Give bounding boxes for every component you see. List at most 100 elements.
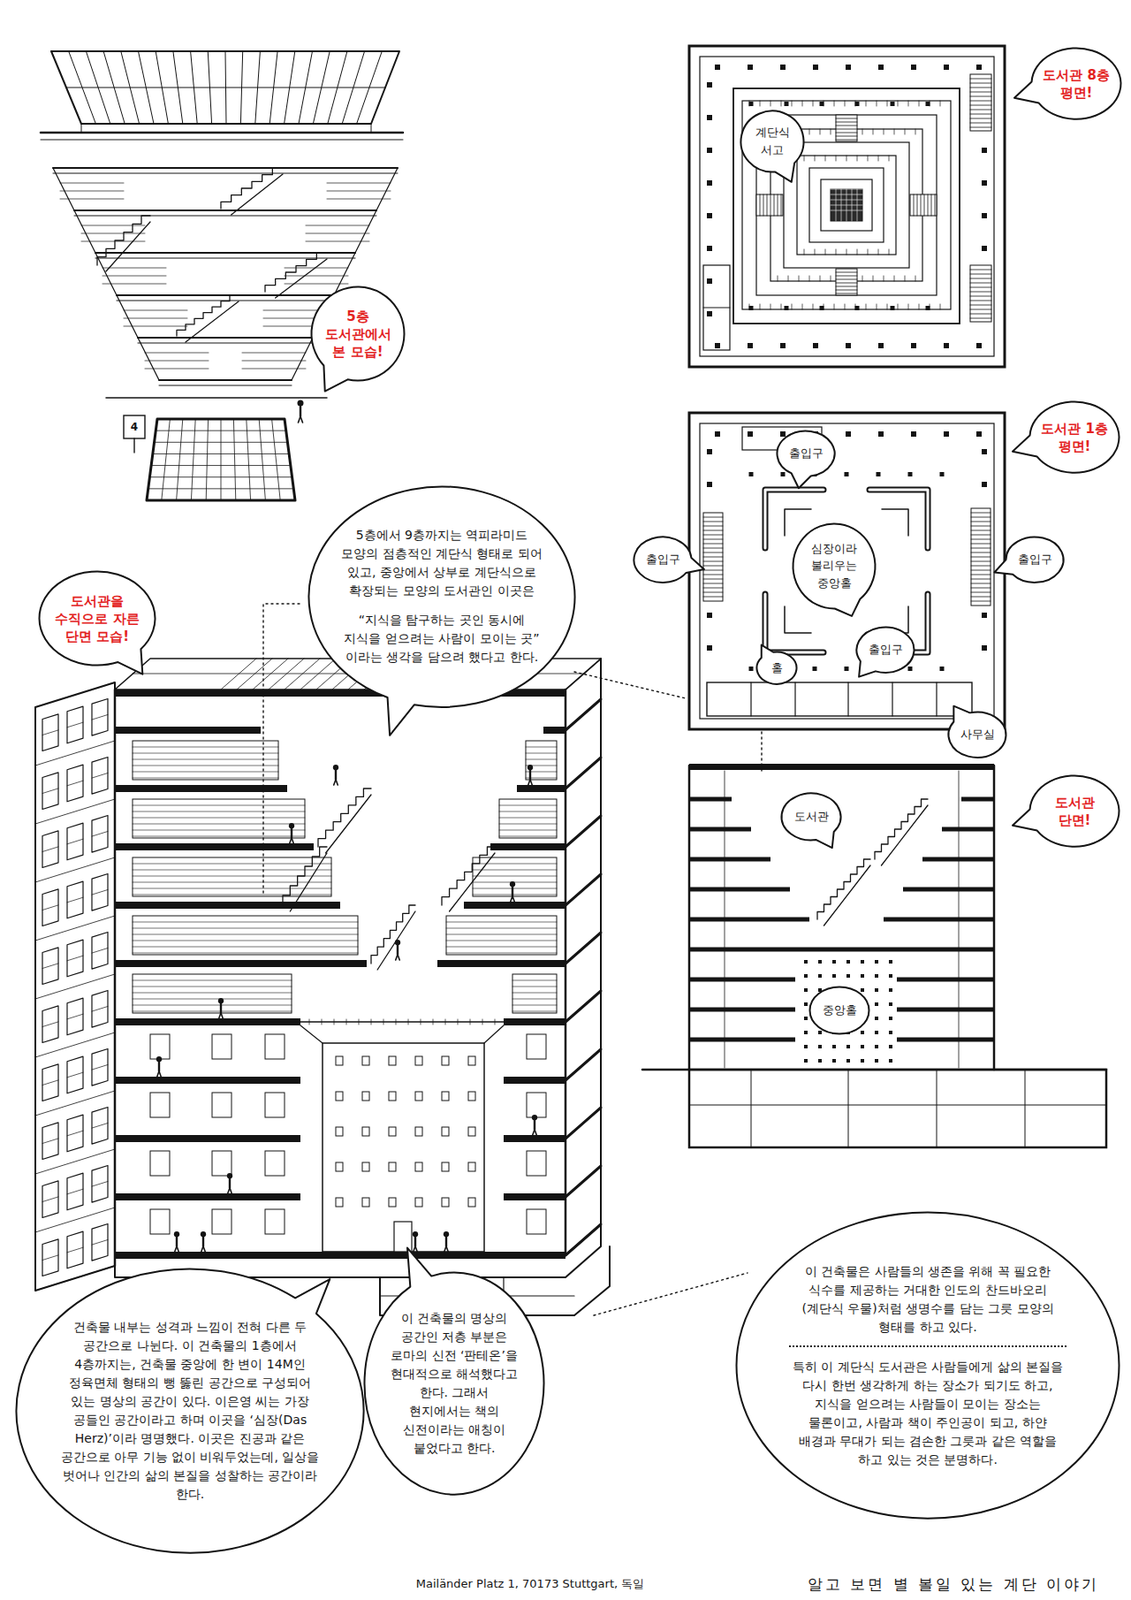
glass-floor-grid	[272, 418, 281, 501]
glass-floor-grid	[494, 1018, 496, 1025]
window	[526, 1033, 547, 1059]
stair-tread	[835, 272, 858, 274]
stair-tread	[971, 534, 991, 536]
stair-tread	[970, 100, 992, 102]
bubble-shape	[1014, 48, 1122, 120]
stair-tread	[970, 91, 992, 93]
shelf-tick	[791, 303, 793, 310]
stair-stringer	[824, 865, 872, 926]
person-figure	[202, 1237, 205, 1246]
glass-floor-grid	[358, 1018, 360, 1025]
stair-tread	[703, 552, 723, 554]
bubble-text-block: 도서관을 수직으로 자른 단면 모습!	[51, 592, 145, 646]
bubble-text-block: 도서관 8층 평면!	[1040, 66, 1113, 103]
void-grid	[830, 204, 863, 206]
shelf-tick	[904, 275, 906, 281]
stair-tread	[703, 569, 723, 571]
person-figure	[412, 1230, 418, 1237]
stair-tread	[970, 118, 992, 120]
bookshelf-row	[132, 759, 279, 760]
atrium-view	[40, 51, 403, 501]
stair-stringer	[106, 221, 151, 272]
floor-slab	[114, 784, 288, 792]
bubble-shape	[1012, 775, 1120, 847]
window	[42, 888, 59, 927]
heart-window	[860, 1030, 865, 1034]
stair-tread	[703, 530, 723, 532]
bubble-text-block: 이 건축물은 사람들의 생존을 위해 꼭 필요한 식수를 제공하는 거대한 인도…	[789, 1261, 1067, 1336]
column	[976, 431, 982, 437]
bookshelf-row	[472, 869, 557, 871]
heart-window	[335, 1055, 343, 1065]
shelf-tick	[883, 129, 885, 135]
shelf-tick	[915, 275, 917, 281]
shelf-tick	[908, 303, 910, 310]
glass-floor-grid	[205, 418, 208, 501]
bookshelf-row	[132, 777, 279, 779]
stair-tread	[777, 194, 779, 216]
heart-window	[415, 1091, 423, 1101]
heart-window	[804, 1058, 808, 1063]
bookshelf-row	[132, 817, 305, 819]
terrace-railing	[74, 215, 377, 217]
terrace-edge	[137, 337, 160, 380]
basement-floor	[689, 1104, 1107, 1106]
shelf-tick	[887, 100, 889, 107]
slab-edge	[565, 990, 601, 1022]
stair	[817, 858, 871, 919]
person-figure	[532, 1129, 538, 1135]
bookshelf	[499, 798, 557, 838]
stair-tread	[703, 543, 723, 545]
person-figure	[228, 1178, 231, 1188]
stepped-terrace	[820, 179, 873, 231]
bubble-shape	[777, 430, 835, 488]
stair	[874, 798, 928, 859]
heart-window	[804, 1030, 808, 1034]
heart-window	[888, 987, 893, 992]
shelf-tick	[834, 100, 835, 107]
bubble-shape	[741, 110, 805, 182]
bubble-shape	[15, 1267, 364, 1552]
glass-floor-grid	[151, 464, 291, 466]
window	[91, 1047, 108, 1086]
glass-floor-grid	[233, 418, 236, 501]
speech-bubble: 심장이라 불리우는 중앙홀	[791, 522, 877, 610]
window	[91, 814, 108, 852]
heart-window	[804, 973, 808, 978]
window-mullion	[91, 772, 108, 778]
heart-window	[388, 1126, 396, 1136]
window-mullion	[91, 1238, 108, 1245]
bookshelf	[132, 915, 358, 955]
slab-edge	[565, 873, 601, 905]
bubble-outline	[15, 1267, 365, 1554]
person-figure	[529, 770, 532, 780]
bookshelf	[326, 198, 391, 200]
window-mullion	[91, 713, 108, 720]
window	[91, 698, 108, 736]
bookshelf	[242, 360, 306, 362]
heart-window	[818, 959, 822, 964]
shelf-tick	[825, 155, 827, 161]
room-wall	[847, 682, 849, 716]
stair-stringer	[326, 794, 372, 853]
shelf-tick	[802, 100, 804, 107]
column	[981, 245, 987, 251]
bookshelf	[102, 275, 167, 277]
column	[981, 180, 987, 186]
shelf-tick	[809, 275, 811, 281]
glass-floor-grid	[420, 1018, 422, 1025]
heart-window	[468, 1161, 476, 1171]
column	[940, 666, 945, 671]
stair-tread	[835, 125, 858, 127]
stair-tread	[971, 592, 991, 593]
floor-slab	[114, 1134, 301, 1142]
title-bubble: 도서관 1층 평면!	[1028, 400, 1121, 474]
shelf-tick	[878, 249, 880, 255]
heart-window	[362, 1055, 370, 1065]
heart-window	[874, 1030, 879, 1034]
stair	[220, 167, 283, 209]
speech-bubble: 이 건축물의 명상의 공간인 저층 부분은 로마의 신전 ‘판테온’을 현대적으…	[363, 1270, 546, 1496]
heart-window	[468, 1197, 476, 1207]
bubble-text: 출입구	[639, 550, 686, 569]
heart-window	[874, 1058, 879, 1063]
